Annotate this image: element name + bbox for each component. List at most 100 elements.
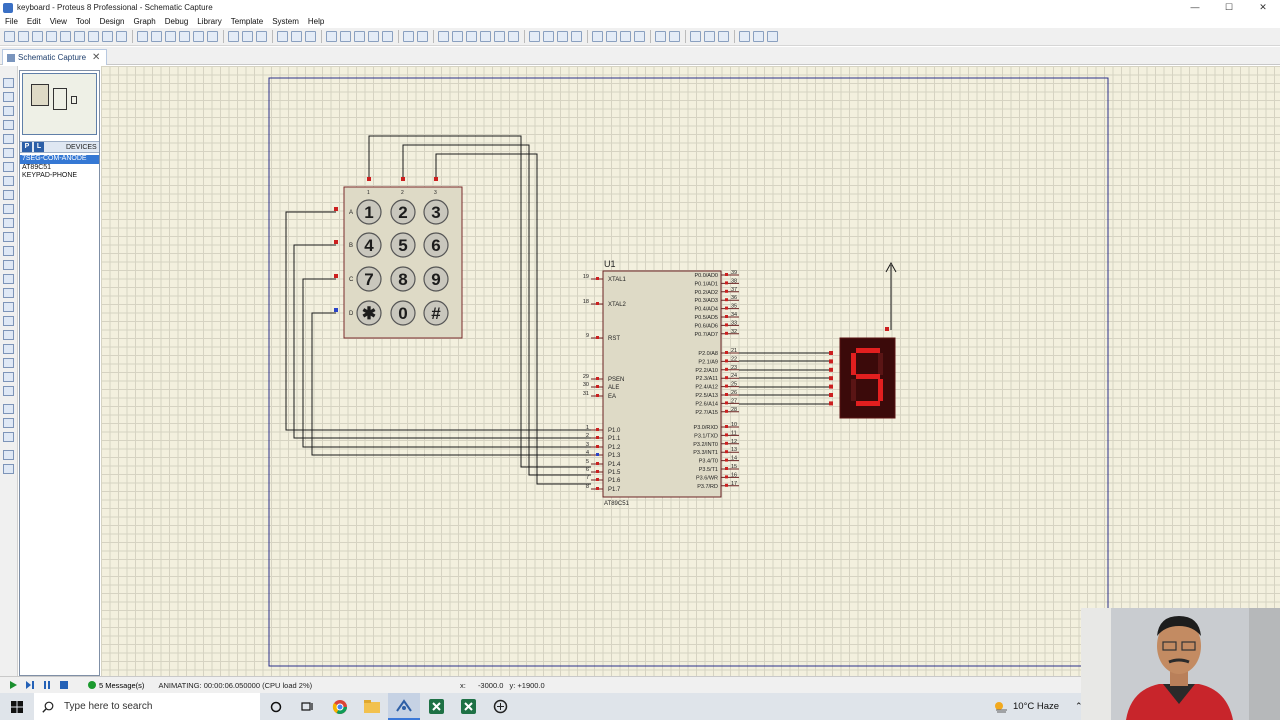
messages-indicator[interactable]: 5 Message(s) — [88, 681, 144, 690]
toolbar-button-icon[interactable] — [571, 31, 582, 42]
weather-widget[interactable]: 10°C Haze ⌃ — [994, 693, 1083, 720]
start-button[interactable] — [0, 693, 34, 720]
toolbar-button-icon[interactable] — [438, 31, 449, 42]
mode-tool-icon[interactable] — [3, 464, 14, 474]
mode-tool-icon[interactable] — [3, 404, 14, 414]
play-icon[interactable] — [9, 681, 17, 689]
mode-tool-icon[interactable] — [3, 418, 14, 428]
toolbar-button-icon[interactable] — [480, 31, 491, 42]
toolbar-button-icon[interactable] — [543, 31, 554, 42]
taskbar-search-box[interactable]: Type here to search — [34, 693, 260, 720]
toolbar-button-icon[interactable] — [46, 31, 57, 42]
mode-tool-icon[interactable] — [3, 316, 14, 326]
mode-tool-icon[interactable] — [3, 450, 14, 460]
toolbar-button-icon[interactable] — [340, 31, 351, 42]
toolbar-button-icon[interactable] — [102, 31, 113, 42]
toolbar-button-icon[interactable] — [116, 31, 127, 42]
toolbar-button-icon[interactable] — [466, 31, 477, 42]
toolbar-button-icon[interactable] — [137, 31, 148, 42]
toolbar-button-icon[interactable] — [305, 31, 316, 42]
menu-template[interactable]: Template — [230, 17, 264, 26]
toolbar-button-icon[interactable] — [452, 31, 463, 42]
minimize-button[interactable]: — — [1190, 2, 1200, 12]
step-icon[interactable] — [26, 681, 34, 689]
seven-segment-display[interactable] — [829, 327, 896, 419]
toolbar-button-icon[interactable] — [767, 31, 778, 42]
mode-tool-icon[interactable] — [3, 134, 14, 144]
toolbar-button-icon[interactable] — [179, 31, 190, 42]
tab-schematic-capture[interactable]: Schematic Capture ✕ — [2, 49, 108, 65]
menu-file[interactable]: File — [5, 17, 18, 26]
toolbar-button-icon[interactable] — [753, 31, 764, 42]
toolbar-button-icon[interactable] — [4, 31, 15, 42]
menu-library[interactable]: Library — [197, 17, 222, 26]
mode-tool-icon[interactable] — [3, 344, 14, 354]
menu-help[interactable]: Help — [307, 17, 325, 26]
mode-tool-icon[interactable] — [3, 358, 14, 368]
toolbar-button-icon[interactable] — [256, 31, 267, 42]
toolbar-button-icon[interactable] — [242, 31, 253, 42]
mode-tool-icon[interactable] — [3, 232, 14, 242]
stop-icon[interactable] — [60, 681, 68, 689]
mode-tool-icon[interactable] — [3, 386, 14, 396]
toolbar-button-icon[interactable] — [508, 31, 519, 42]
device-item-keypad[interactable]: KEYPAD-PHONE — [22, 172, 78, 179]
mode-tool-icon[interactable] — [3, 92, 14, 102]
mode-tool-icon[interactable] — [3, 162, 14, 172]
toolbar-button-icon[interactable] — [228, 31, 239, 42]
toolbar-button-icon[interactable] — [557, 31, 568, 42]
mode-tool-icon[interactable] — [3, 148, 14, 158]
taskbar-file-explorer[interactable] — [356, 693, 388, 720]
toolbar-button-icon[interactable] — [151, 31, 162, 42]
taskbar-app-circle[interactable] — [484, 693, 516, 720]
mode-tool-icon[interactable] — [3, 274, 14, 284]
menu-view[interactable]: View — [49, 17, 67, 26]
toolbar-button-icon[interactable] — [417, 31, 428, 42]
cortana-button[interactable] — [260, 693, 292, 720]
toolbar-button-icon[interactable] — [18, 31, 29, 42]
toolbar-button-icon[interactable] — [277, 31, 288, 42]
mode-tool-icon[interactable] — [3, 372, 14, 382]
device-item-at89c51[interactable]: AT89C51 — [22, 163, 52, 171]
toolbar-button-icon[interactable] — [592, 31, 603, 42]
toolbar-button-icon[interactable] — [690, 31, 701, 42]
toolbar-button-icon[interactable] — [326, 31, 337, 42]
mode-tool-icon[interactable] — [3, 120, 14, 130]
mode-tool-icon[interactable] — [3, 176, 14, 186]
mode-tool-icon[interactable] — [3, 288, 14, 298]
toolbar-button-icon[interactable] — [382, 31, 393, 42]
menu-design[interactable]: Design — [99, 17, 125, 26]
menu-graph[interactable]: Graph — [133, 17, 156, 26]
menu-tool[interactable]: Tool — [75, 17, 91, 26]
close-tab-icon[interactable]: ✕ — [92, 52, 101, 63]
mode-tool-icon[interactable] — [3, 302, 14, 312]
toolbar-button-icon[interactable] — [620, 31, 631, 42]
pause-icon[interactable] — [43, 681, 51, 689]
toolbar-button-icon[interactable] — [739, 31, 750, 42]
toolbar-button-icon[interactable] — [193, 31, 204, 42]
toolbar-button-icon[interactable] — [655, 31, 666, 42]
toolbar-button-icon[interactable] — [60, 31, 71, 42]
menu-system[interactable]: System — [272, 17, 299, 26]
mode-tool-icon[interactable] — [3, 78, 14, 88]
toolbar-button-icon[interactable] — [74, 31, 85, 42]
task-view-button[interactable] — [292, 693, 324, 720]
toolbar-button-icon[interactable] — [354, 31, 365, 42]
toolbar-button-icon[interactable] — [669, 31, 680, 42]
menu-debug[interactable]: Debug — [164, 17, 189, 26]
pick-device-button[interactable]: P — [22, 142, 32, 152]
library-manager-button[interactable]: L — [34, 142, 44, 152]
toolbar-button-icon[interactable] — [634, 31, 645, 42]
maximize-button[interactable]: ☐ — [1224, 2, 1234, 12]
close-window-button[interactable]: ✕ — [1259, 2, 1267, 12]
toolbar-button-icon[interactable] — [529, 31, 540, 42]
taskbar-chrome[interactable] — [324, 693, 356, 720]
taskbar-proteus[interactable] — [388, 693, 420, 720]
mode-tool-icon[interactable] — [3, 260, 14, 270]
mode-tool-icon[interactable] — [3, 432, 14, 442]
toolbar-button-icon[interactable] — [32, 31, 43, 42]
toolbar-button-icon[interactable] — [207, 31, 218, 42]
tray-chevron-icon[interactable]: ⌃ — [1075, 701, 1083, 711]
